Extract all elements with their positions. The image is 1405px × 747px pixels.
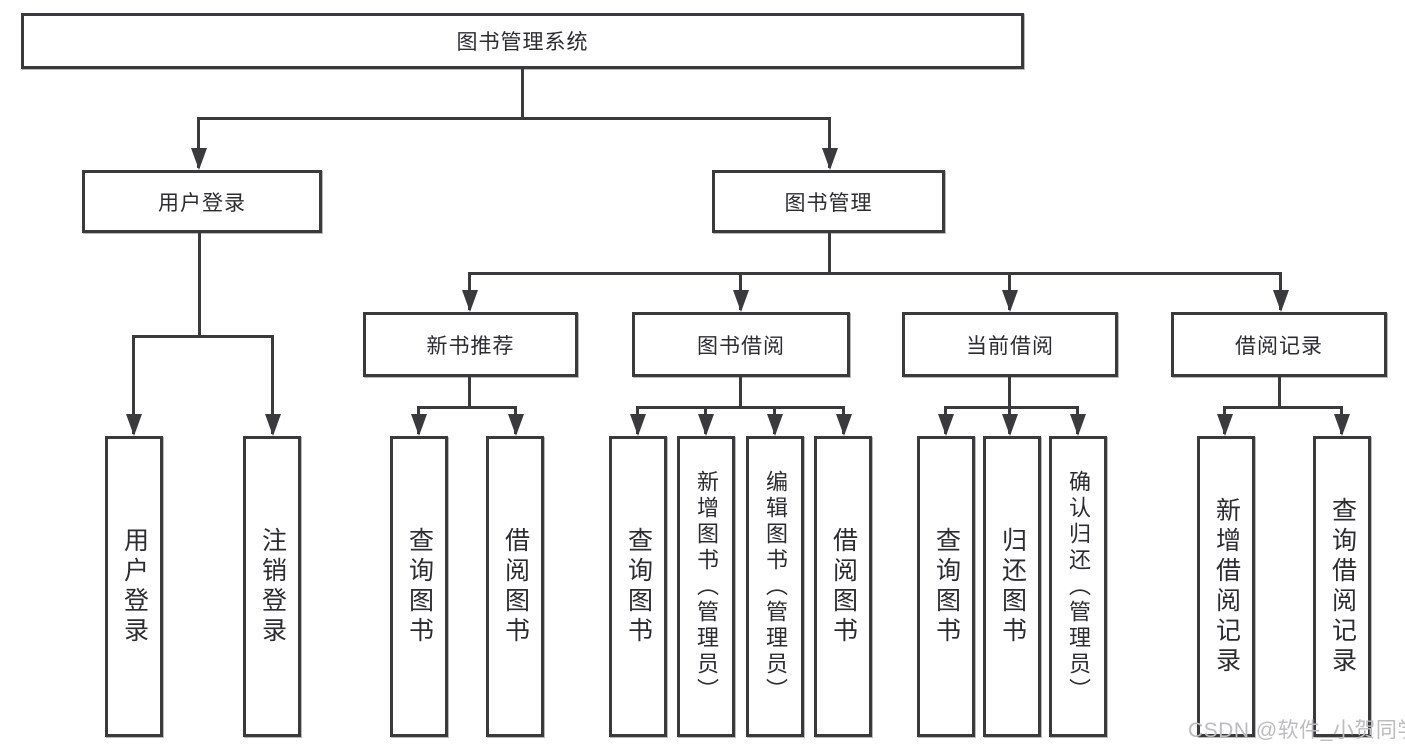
leaf-borrow-book-label: 借阅图书 bbox=[829, 526, 858, 647]
node-borrow-record: 借阅记录 bbox=[1171, 312, 1387, 377]
leaf-borrow-add-admin: 新增图书（管理员） bbox=[677, 436, 735, 737]
leaf-user-login: 用户登录 bbox=[105, 436, 163, 737]
node-book-borrow-label: 图书借阅 bbox=[697, 334, 785, 358]
arrow-to-return-book bbox=[1008, 406, 1011, 434]
arrow-to-leaf-logout bbox=[271, 335, 274, 434]
leaf-newbook-query-label: 查询图书 bbox=[405, 526, 434, 647]
leaf-return-book: 归还图书 bbox=[983, 436, 1041, 737]
arrow-to-new-book-recommend bbox=[468, 272, 471, 310]
leaf-borrow-edit-admin-label: 编辑图书（管理员） bbox=[763, 469, 788, 704]
connector-user-login-stem bbox=[198, 233, 201, 335]
arrow-to-confirm-return bbox=[1076, 406, 1079, 434]
arrow-to-borrow-add bbox=[704, 406, 707, 434]
arrow-to-record-query bbox=[1340, 406, 1343, 434]
leaf-record-query: 查询借阅记录 bbox=[1313, 436, 1371, 737]
leaf-return-book-label: 归还图书 bbox=[998, 526, 1027, 647]
leaf-borrow-query-label: 查询图书 bbox=[624, 526, 653, 647]
leaf-borrow-book: 借阅图书 bbox=[814, 436, 872, 737]
node-book-management-label: 图书管理 bbox=[784, 191, 873, 215]
arrow-to-record-add bbox=[1223, 406, 1226, 434]
csdn-watermark: CSDN @软件_小贺同学 bbox=[1188, 719, 1405, 742]
connector-newbook-rail bbox=[417, 406, 517, 409]
arrow-to-current-query bbox=[944, 406, 947, 434]
node-borrow-record-label: 借阅记录 bbox=[1235, 334, 1323, 358]
node-root: 图书管理系统 bbox=[21, 13, 1024, 69]
leaf-record-add-label: 新增借阅记录 bbox=[1212, 496, 1241, 677]
arrow-to-book-borrow bbox=[739, 272, 742, 310]
connector-bookborrow-rail bbox=[636, 406, 845, 409]
node-current-borrow: 当前借阅 bbox=[902, 312, 1118, 377]
node-user-login-label: 用户登录 bbox=[158, 191, 246, 215]
node-root-label: 图书管理系统 bbox=[456, 31, 589, 54]
leaf-record-query-label: 查询借阅记录 bbox=[1328, 496, 1357, 677]
connector-root-stem bbox=[521, 69, 524, 117]
arrow-to-current-borrow bbox=[1008, 272, 1011, 310]
connector-user-login-rail bbox=[132, 335, 274, 338]
leaf-newbook-borrow-label: 借阅图书 bbox=[501, 526, 530, 647]
arrow-to-leaf-user-login bbox=[132, 335, 135, 434]
arrow-to-newbook-query bbox=[417, 406, 420, 434]
leaf-current-query-label: 查询图书 bbox=[932, 526, 961, 647]
arrow-to-newbook-borrow bbox=[514, 406, 517, 434]
leaf-newbook-borrow: 借阅图书 bbox=[486, 436, 544, 737]
connector-currentborrow-rail bbox=[944, 406, 1079, 409]
leaf-borrow-edit-admin: 编辑图书（管理员） bbox=[746, 436, 804, 737]
connector-root-rail bbox=[197, 117, 831, 120]
connector-borrowrecord-stem bbox=[1278, 377, 1281, 406]
leaf-logout: 注销登录 bbox=[243, 436, 301, 737]
leaf-newbook-query: 查询图书 bbox=[390, 436, 448, 737]
leaf-record-add: 新增借阅记录 bbox=[1197, 436, 1255, 737]
node-user-login: 用户登录 bbox=[82, 170, 322, 233]
arrow-to-book-management bbox=[828, 117, 831, 168]
arrow-to-borrow-edit bbox=[773, 406, 776, 434]
node-new-book-recommend-label: 新书推荐 bbox=[426, 334, 515, 358]
connector-newbook-stem bbox=[468, 377, 471, 406]
leaf-confirm-return-admin: 确认归还（管理员） bbox=[1049, 436, 1107, 737]
leaf-confirm-return-admin-label: 确认归还（管理员） bbox=[1066, 469, 1091, 704]
connector-currentborrow-stem bbox=[1008, 377, 1011, 406]
leaf-logout-label: 注销登录 bbox=[258, 526, 287, 647]
arrow-to-user-login bbox=[197, 117, 200, 168]
node-new-book-recommend: 新书推荐 bbox=[363, 312, 578, 377]
leaf-current-query: 查询图书 bbox=[917, 436, 975, 737]
connector-bookborrow-stem bbox=[739, 377, 742, 406]
node-book-borrow: 图书借阅 bbox=[632, 312, 850, 377]
arrow-to-borrow-query bbox=[636, 406, 639, 434]
arrow-to-borrow-book bbox=[842, 406, 845, 434]
connector-book-mgmt-rail bbox=[468, 272, 1282, 275]
leaf-borrow-query: 查询图书 bbox=[609, 436, 667, 737]
leaf-user-login-label: 用户登录 bbox=[120, 526, 149, 647]
leaf-borrow-add-admin-label: 新增图书（管理员） bbox=[694, 469, 719, 704]
node-book-management: 图书管理 bbox=[712, 170, 945, 233]
connector-borrowrecord-rail bbox=[1223, 406, 1343, 409]
connector-book-mgmt-stem bbox=[828, 233, 831, 272]
node-current-borrow-label: 当前借阅 bbox=[966, 334, 1054, 358]
arrow-to-borrow-record bbox=[1279, 272, 1282, 310]
